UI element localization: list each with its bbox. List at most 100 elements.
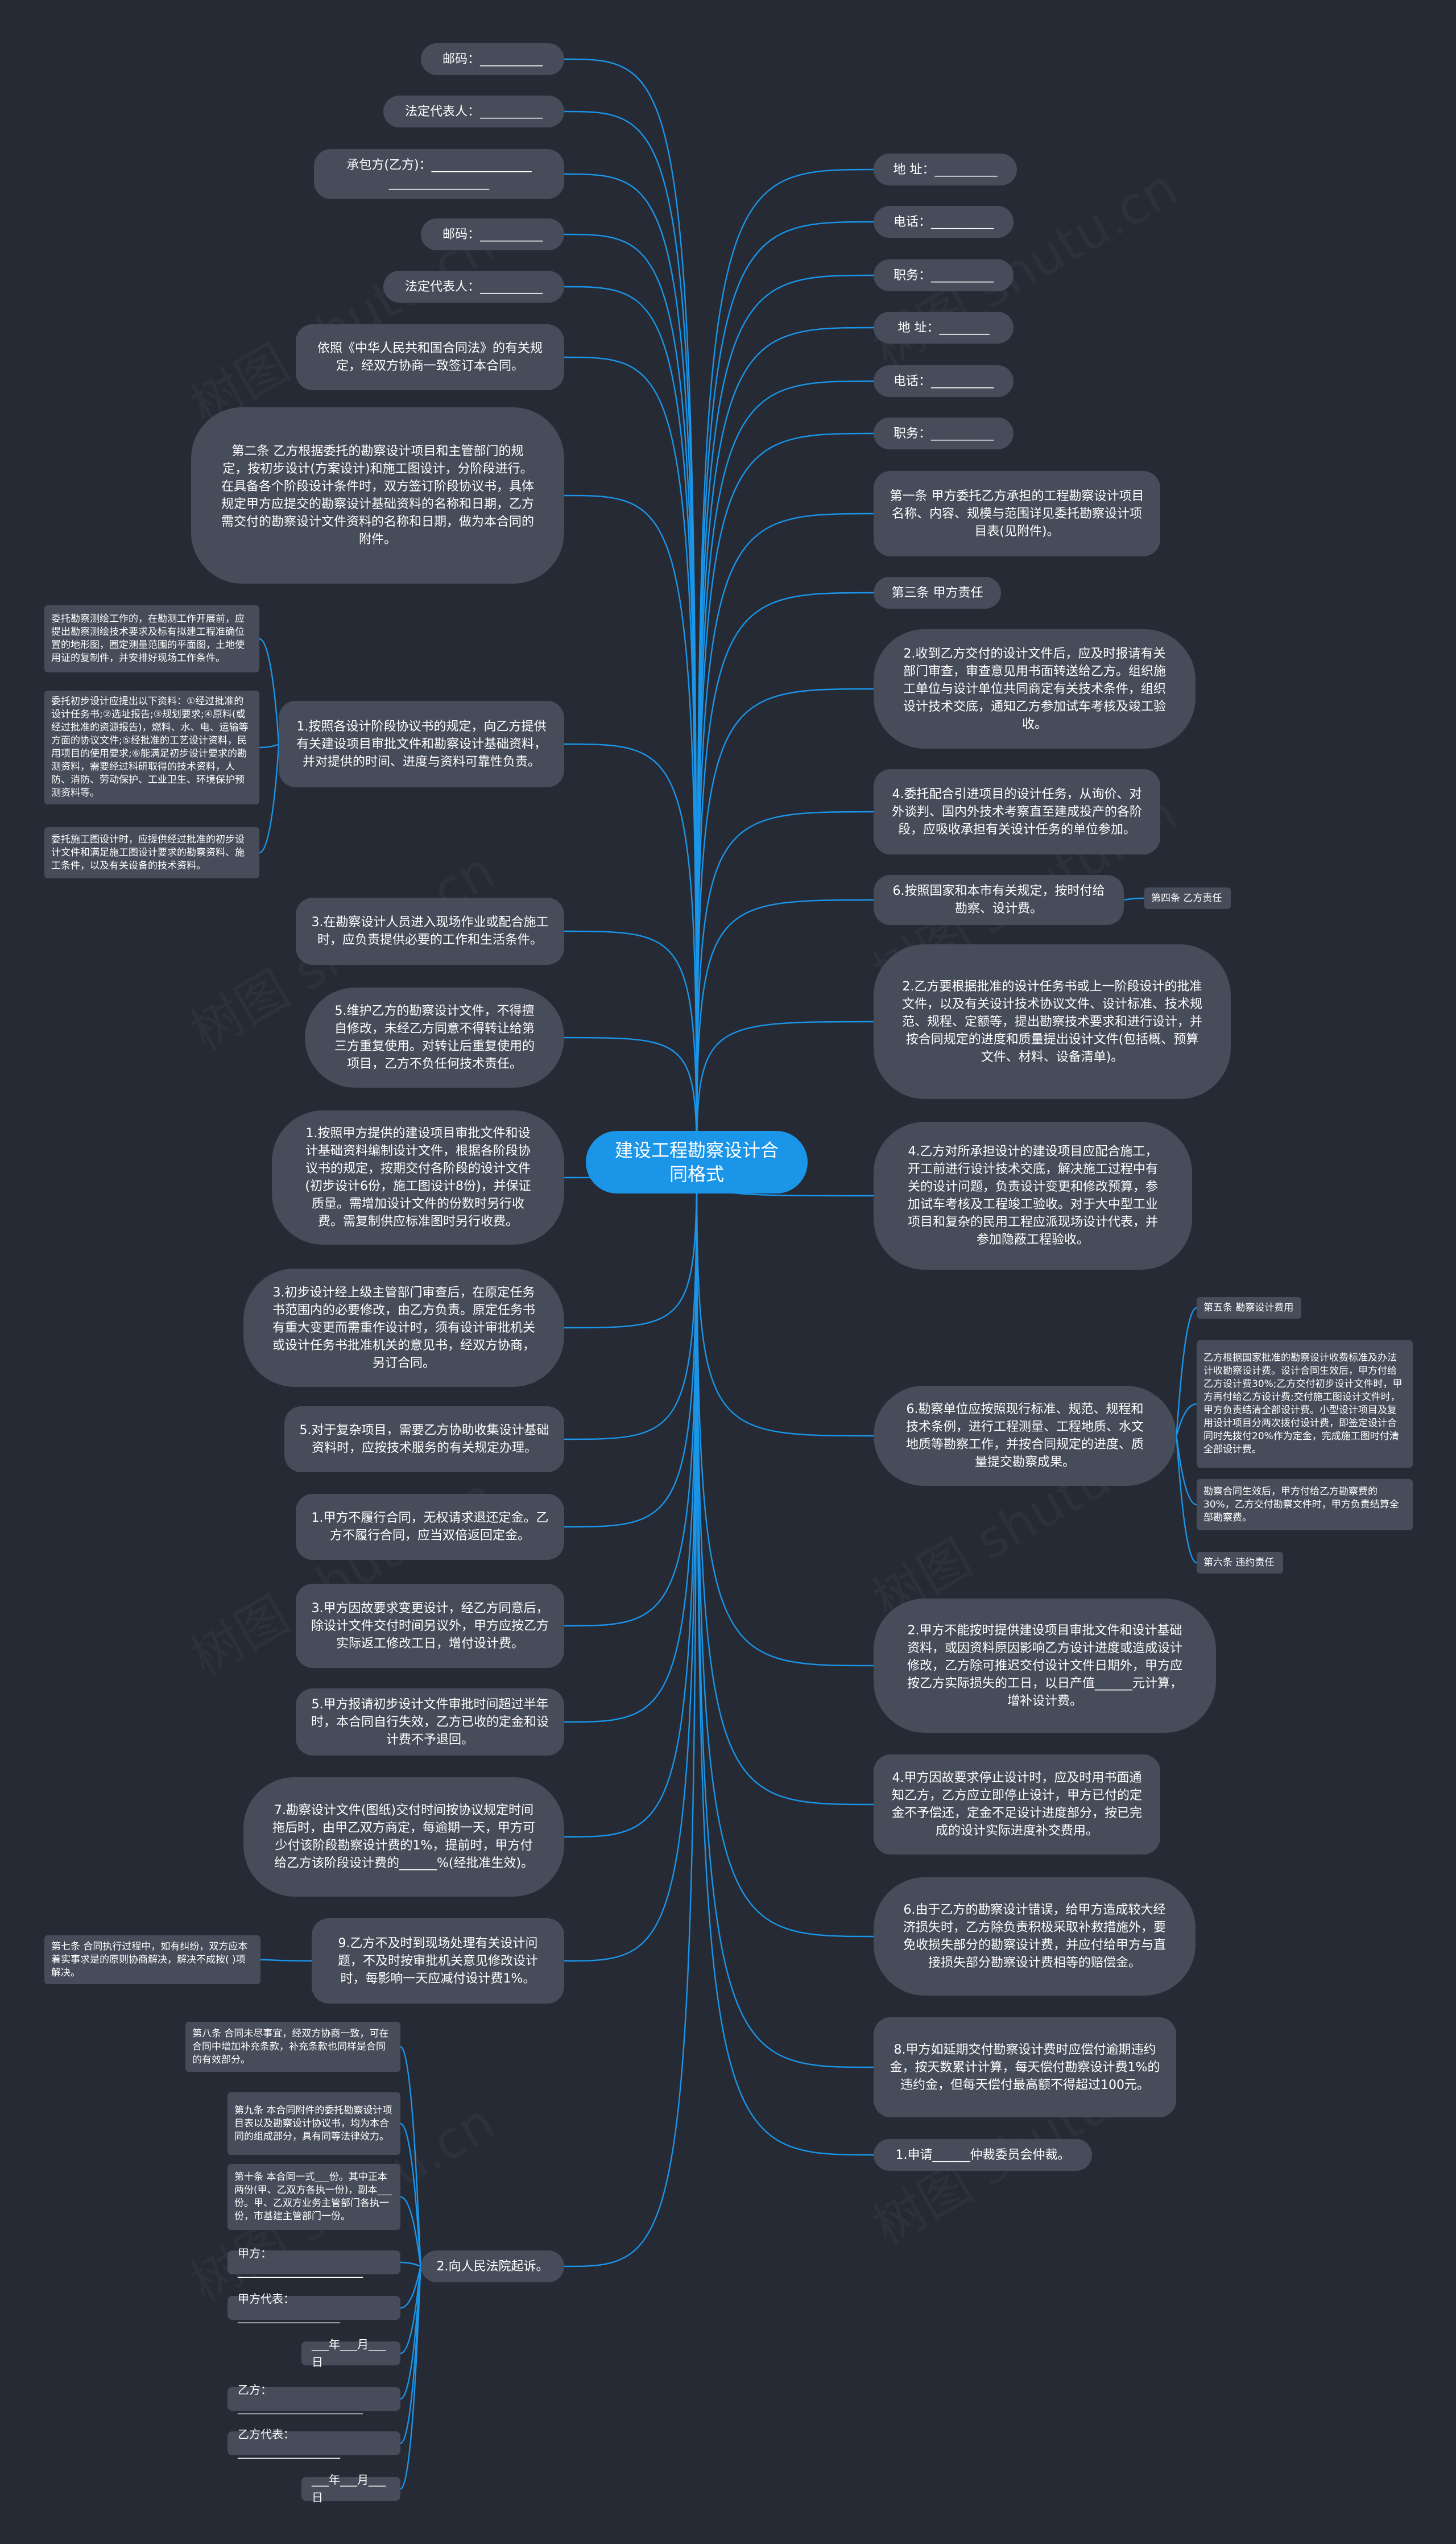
- party-b-duty-1[interactable]: 1.按照甲方提供的建设项目审批文件和设计基础资料编制设计文件，根据各阶段协议书的…: [272, 1110, 564, 1245]
- liability-4[interactable]: 4.甲方因故要求停止设计时，应及时用书面通知乙方，乙方应立即停止设计，甲方已付的…: [874, 1754, 1160, 1855]
- link-article-5: [1175, 1307, 1197, 1437]
- signature-date-2[interactable]: ___年___月___日: [301, 2473, 400, 2504]
- liability-2[interactable]: 2.甲方不能按时提供建设项目审批文件和设计基础资料，或因资料原因影响乙方设计进度…: [874, 1599, 1216, 1733]
- link-sign-legal-rep-2: [564, 286, 698, 1163]
- link-liability-5: [564, 1162, 698, 1723]
- link-party-a-duty-5: [564, 1036, 698, 1163]
- signature-party-b-rep[interactable]: 乙方代表：__________________: [228, 2427, 400, 2459]
- party-a-address[interactable]: 地 址：__________: [874, 154, 1017, 185]
- party-a-position[interactable]: 职务：__________: [874, 259, 1014, 291]
- survey-fee-note[interactable]: 勘察合同生效后，甲方付给乙方勘察费的30%，乙方交付勘察文件时，甲方负责结算全部…: [1197, 1479, 1413, 1530]
- liability-3[interactable]: 3.甲方因故要求变更设计，经乙方同意后，除设计文件交付时间另议外，甲方应按乙方实…: [296, 1584, 564, 1668]
- contract-intro[interactable]: 依照《中华人民共和国合同法》的有关规定，经双方协商一致签订本合同。: [296, 324, 564, 390]
- design-fee-note[interactable]: 乙方根据国家批准的勘察设计收费标准及办法计收勘察设计费。设计合同生效后，甲方付给…: [1197, 1340, 1413, 1468]
- link-article-6: [1175, 1435, 1197, 1564]
- link-article-1: [696, 513, 874, 1163]
- link-party-a-position: [696, 274, 874, 1163]
- article-9[interactable]: 第九条 本合同附件的委托勘察设计项目表以及勘察设计协议书，均为本合同的组成部分，…: [228, 2092, 400, 2155]
- party-b-position[interactable]: 职务：__________: [874, 418, 1014, 449]
- article-1[interactable]: 第一条 甲方委托乙方承担的工程勘察设计项目名称、内容、规模与范围详见委托勘察设计…: [874, 471, 1160, 556]
- party-b-duty-4[interactable]: 4.乙方对所承担设计的建设项目应配合施工，开工前进行设计技术交底，解决施工过程中…: [874, 1122, 1192, 1270]
- article-4[interactable]: 第四条 乙方责任: [1144, 887, 1231, 909]
- liability-8[interactable]: 8.甲方如延期交付勘察设计费时应偿付逾期违约金，按天数累计计算，每天偿付勘察设计…: [874, 2017, 1176, 2117]
- link-party-a-duty-3: [564, 930, 698, 1163]
- sign-postcode-1[interactable]: 邮码：__________: [421, 43, 564, 75]
- article-6[interactable]: 第六条 违约责任: [1197, 1552, 1283, 1574]
- party-a-duty-1[interactable]: 1.按照各设计阶段协议书的规定，向乙方提供有关建设项目审批文件和勘察设计基础资料…: [279, 701, 564, 787]
- signature-date-1[interactable]: ___年___月___日: [301, 2337, 400, 2369]
- construction-design-note[interactable]: 委托施工图设计时，应提供经过批准的初步设计文件和满足施工图设计要求的勘察资料、施…: [44, 827, 259, 878]
- article-5[interactable]: 第五条 勘察设计费用: [1197, 1297, 1301, 1319]
- liability-7[interactable]: 7.勘察设计文件(图纸)交付时间按协议规定时间拖后时，由甲乙双方商定，每逾期一天…: [243, 1777, 564, 1897]
- link-signature-party-a: [400, 2261, 421, 2268]
- liability-1[interactable]: 1.甲方不履行合同，无权请求退还定金。乙方不履行合同，应当双倍返回定金。: [296, 1494, 564, 1560]
- link-party-b-address: [696, 327, 874, 1163]
- liability-5[interactable]: 5.甲方报请初步设计文件审批时间超过半年时，本合同自行失效，乙方已收的定金和设计…: [296, 1688, 564, 1756]
- link-sign-postcode-1: [564, 58, 698, 1163]
- link-sign-contractor: [564, 173, 698, 1163]
- article-2[interactable]: 第二条 乙方根据委托的勘察设计项目和主管部门的规定，按初步设计(方案设计)和施工…: [191, 407, 564, 584]
- link-preliminary-design-note: [259, 743, 279, 749]
- link-liability-9: [564, 1162, 698, 1962]
- party-b-duty-2[interactable]: 2.乙方要根据批准的设计任务书或上一阶段设计的批准文件，以及有关设计技术协议文件…: [874, 944, 1231, 1099]
- link-party-a-duty-6: [696, 899, 874, 1163]
- link-party-b-duty-5: [564, 1162, 698, 1440]
- link-liability-6: [696, 1162, 874, 1938]
- sign-legal-rep-1[interactable]: 法定代表人：__________: [383, 96, 564, 127]
- link-party-a-duty-4: [696, 811, 874, 1163]
- link-signature-date-2: [399, 2265, 422, 2490]
- root-topic[interactable]: 建设工程勘察设计合同格式: [586, 1131, 808, 1193]
- sign-contractor[interactable]: 承包方(乙方)：________________ _______________…: [314, 149, 564, 199]
- party-b-duty-5[interactable]: 5.对于复杂项目，需要乙方协助收集设计基础资料时，应按技术服务的有关规定办理。: [284, 1406, 564, 1472]
- party-a-phone[interactable]: 电话：__________: [874, 206, 1014, 238]
- party-a-duty-6[interactable]: 6.按照国家和本市有关规定，按时付给勘察、设计费。: [874, 875, 1124, 925]
- liability-9[interactable]: 9.乙方不及时到现场处理有关设计问题，不及时按审批机关意见修改设计时，每影响一天…: [312, 1918, 564, 2004]
- party-a-duty-5[interactable]: 5.维护乙方的勘察设计文件，不得擅自修改，未经乙方同意不得转让给第三方重复使用。…: [305, 988, 564, 1088]
- party-a-duty-2[interactable]: 2.收到乙方交付的设计文件后，应及时报请有关部门审查，审查意见用书面转送给乙方。…: [874, 629, 1196, 749]
- link-party-a-address: [696, 168, 874, 1163]
- link-survey-requirement-note: [259, 638, 280, 745]
- signature-party-a[interactable]: 甲方：______________________: [228, 2246, 400, 2278]
- link-sign-legal-rep-1: [564, 110, 698, 1163]
- link-liability-4: [696, 1162, 874, 1806]
- link-liability-3: [564, 1162, 698, 1627]
- party-b-phone[interactable]: 电话：__________: [874, 365, 1014, 397]
- liability-6[interactable]: 6.由于乙方的勘察设计错误，给甲方造成较大经济损失时，乙方除负责积极采取补救措施…: [874, 1877, 1196, 1996]
- sign-legal-rep-2[interactable]: 法定代表人：__________: [383, 271, 564, 303]
- article-10[interactable]: 第十条 本合同一式___份。其中正本两份(甲、乙双方各执一份)，副本___份。甲…: [228, 2164, 400, 2230]
- link-article-7: [260, 1959, 312, 1962]
- signature-party-a-rep[interactable]: 甲方代表：__________________: [228, 2292, 400, 2323]
- party-b-duty-3[interactable]: 3.初步设计经上级主管部门审查后，在原定任务书范围内的必要修改，由乙方负责。原定…: [243, 1269, 564, 1387]
- signature-party-b[interactable]: 乙方：______________________: [228, 2383, 400, 2414]
- party-a-duty-3[interactable]: 3.在勘察设计人员进入现场作业或配合施工时，应负责提供必要的工作和生活条件。: [296, 898, 564, 965]
- preliminary-design-note[interactable]: 委托初步设计应提出以下资料：①经过批准的设计任务书;②选址报告;③规划要求;④原…: [44, 691, 259, 804]
- article-7[interactable]: 第七条 合同执行过程中，如有纠纷，双方应本着实事求是的原则协商解决，解决不成按(…: [44, 1935, 260, 1984]
- link-party-a-duty-2: [696, 688, 874, 1163]
- link-party-b-position: [696, 432, 874, 1163]
- link-article-3: [696, 592, 874, 1163]
- link-party-b-duty-6: [696, 1162, 874, 1437]
- link-article-4: [1123, 897, 1145, 901]
- link-article-10: [400, 2196, 422, 2268]
- party-a-duty-4[interactable]: 4.委托配合引进项目的设计任务，从询价、对外谈判、国内外技术考察直至建成投产的各…: [874, 769, 1160, 854]
- link-party-b-phone: [696, 380, 874, 1163]
- link-liability-1: [564, 1162, 698, 1528]
- arbitration-option[interactable]: 1.申请______仲裁委员会仲裁。: [874, 2139, 1092, 2171]
- link-court-option: [564, 1162, 698, 2268]
- article-8[interactable]: 第八条 合同未尽事宜，经双方协商一致，可在合同中增加补充条款，补充条款也同样是合…: [185, 2022, 400, 2072]
- party-b-duty-6[interactable]: 6.勘察单位应按照现行标准、规范、规程和技术条例，进行工程测量、工程地质、水文地…: [874, 1386, 1176, 1486]
- party-b-address[interactable]: 地 址：________: [874, 312, 1014, 344]
- link-sign-postcode-2: [564, 233, 698, 1163]
- link-contract-intro: [564, 356, 698, 1163]
- link-liability-7: [564, 1162, 698, 1838]
- link-construction-design-note: [259, 744, 280, 854]
- link-article-2: [564, 494, 698, 1163]
- sign-postcode-2[interactable]: 邮码：__________: [421, 218, 564, 250]
- article-3[interactable]: 第三条 甲方责任: [874, 577, 1001, 609]
- link-arbitration-option: [696, 1162, 874, 2156]
- link-design-fee-note: [1175, 1403, 1197, 1437]
- court-option[interactable]: 2.向人民法院起诉。: [421, 2250, 564, 2282]
- link-party-a-duty-1: [564, 743, 698, 1163]
- survey-requirement-note[interactable]: 委托勘察测绘工作的，在勘测工作开展前，应提出勘察测绘技术要求及标有拟建工程准确位…: [44, 605, 259, 672]
